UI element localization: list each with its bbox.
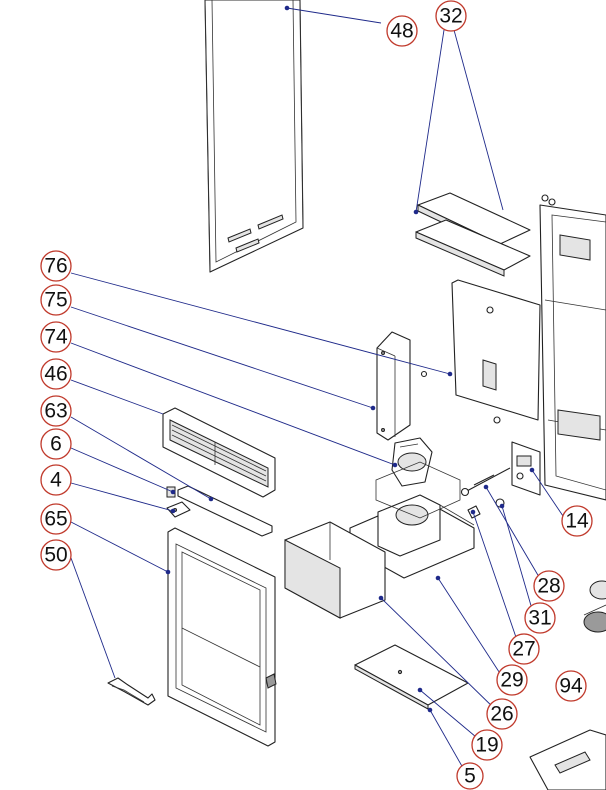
callout-label: 14 <box>565 510 589 533</box>
part-19-base-plate <box>354 644 469 710</box>
part-side-frame <box>539 194 606 501</box>
callout-label: 75 <box>44 289 67 312</box>
callout-label: 6 <box>50 433 62 456</box>
part-94-blower <box>583 580 606 633</box>
callout-label: 50 <box>44 544 67 567</box>
callout-46: 46 <box>40 358 72 390</box>
callout-75: 75 <box>40 284 72 316</box>
callout-76: 76 <box>40 250 72 282</box>
part-26-mount-bracket <box>284 521 386 619</box>
callout-label: 74 <box>44 326 68 349</box>
part-28-rod <box>460 467 511 497</box>
part-4-catch <box>166 501 191 518</box>
callout-label: 29 <box>500 669 523 692</box>
callout-74: 74 <box>40 321 72 353</box>
callout-label: 5 <box>464 765 476 788</box>
callout-label: 31 <box>528 607 551 630</box>
callout-label: 4 <box>50 469 62 492</box>
callout-29: 29 <box>496 664 528 696</box>
callout-label: 27 <box>512 638 535 661</box>
part-75-side-panel <box>376 331 411 441</box>
part-48-back-panel <box>204 0 304 273</box>
callout-4: 4 <box>40 464 72 496</box>
callout-label: 26 <box>490 703 513 726</box>
part-65-front-door <box>167 527 277 747</box>
callout-label: 32 <box>439 5 462 28</box>
part-74-burner <box>391 437 433 487</box>
part-46-front-grille <box>162 407 276 498</box>
callout-19: 19 <box>471 729 503 761</box>
callout-26: 26 <box>486 698 518 730</box>
part-27-electrode <box>473 474 495 486</box>
callout-48: 48 <box>386 15 418 47</box>
part-50-handle <box>107 677 156 706</box>
callout-label: 48 <box>390 20 413 43</box>
callout-label: 63 <box>44 400 67 423</box>
part-floor-plate <box>529 729 606 790</box>
callout-50: 50 <box>40 539 72 571</box>
callout-31: 31 <box>524 602 556 634</box>
callout-65: 65 <box>40 503 72 535</box>
callout-27: 27 <box>508 633 540 665</box>
leader-endpoints <box>165 5 535 713</box>
callout-63: 63 <box>40 395 72 427</box>
part-14-bracket <box>511 441 541 496</box>
part-76-heat-shield <box>420 279 541 424</box>
callout-14: 14 <box>561 505 593 537</box>
callout-28: 28 <box>533 570 565 602</box>
callout-5: 5 <box>456 762 484 790</box>
part-32-baffle-plates <box>415 192 531 277</box>
callout-label: 76 <box>44 255 67 278</box>
leader-lines <box>70 7 564 776</box>
callout-label: 46 <box>44 363 67 386</box>
callout-94: 94 <box>555 670 587 702</box>
callout-label: 65 <box>44 508 67 531</box>
callout-label: 28 <box>537 575 560 598</box>
callout-6: 6 <box>40 428 72 460</box>
callout-label: 94 <box>559 675 583 698</box>
callout-label: 19 <box>475 734 498 757</box>
callout-32: 32 <box>435 0 467 32</box>
